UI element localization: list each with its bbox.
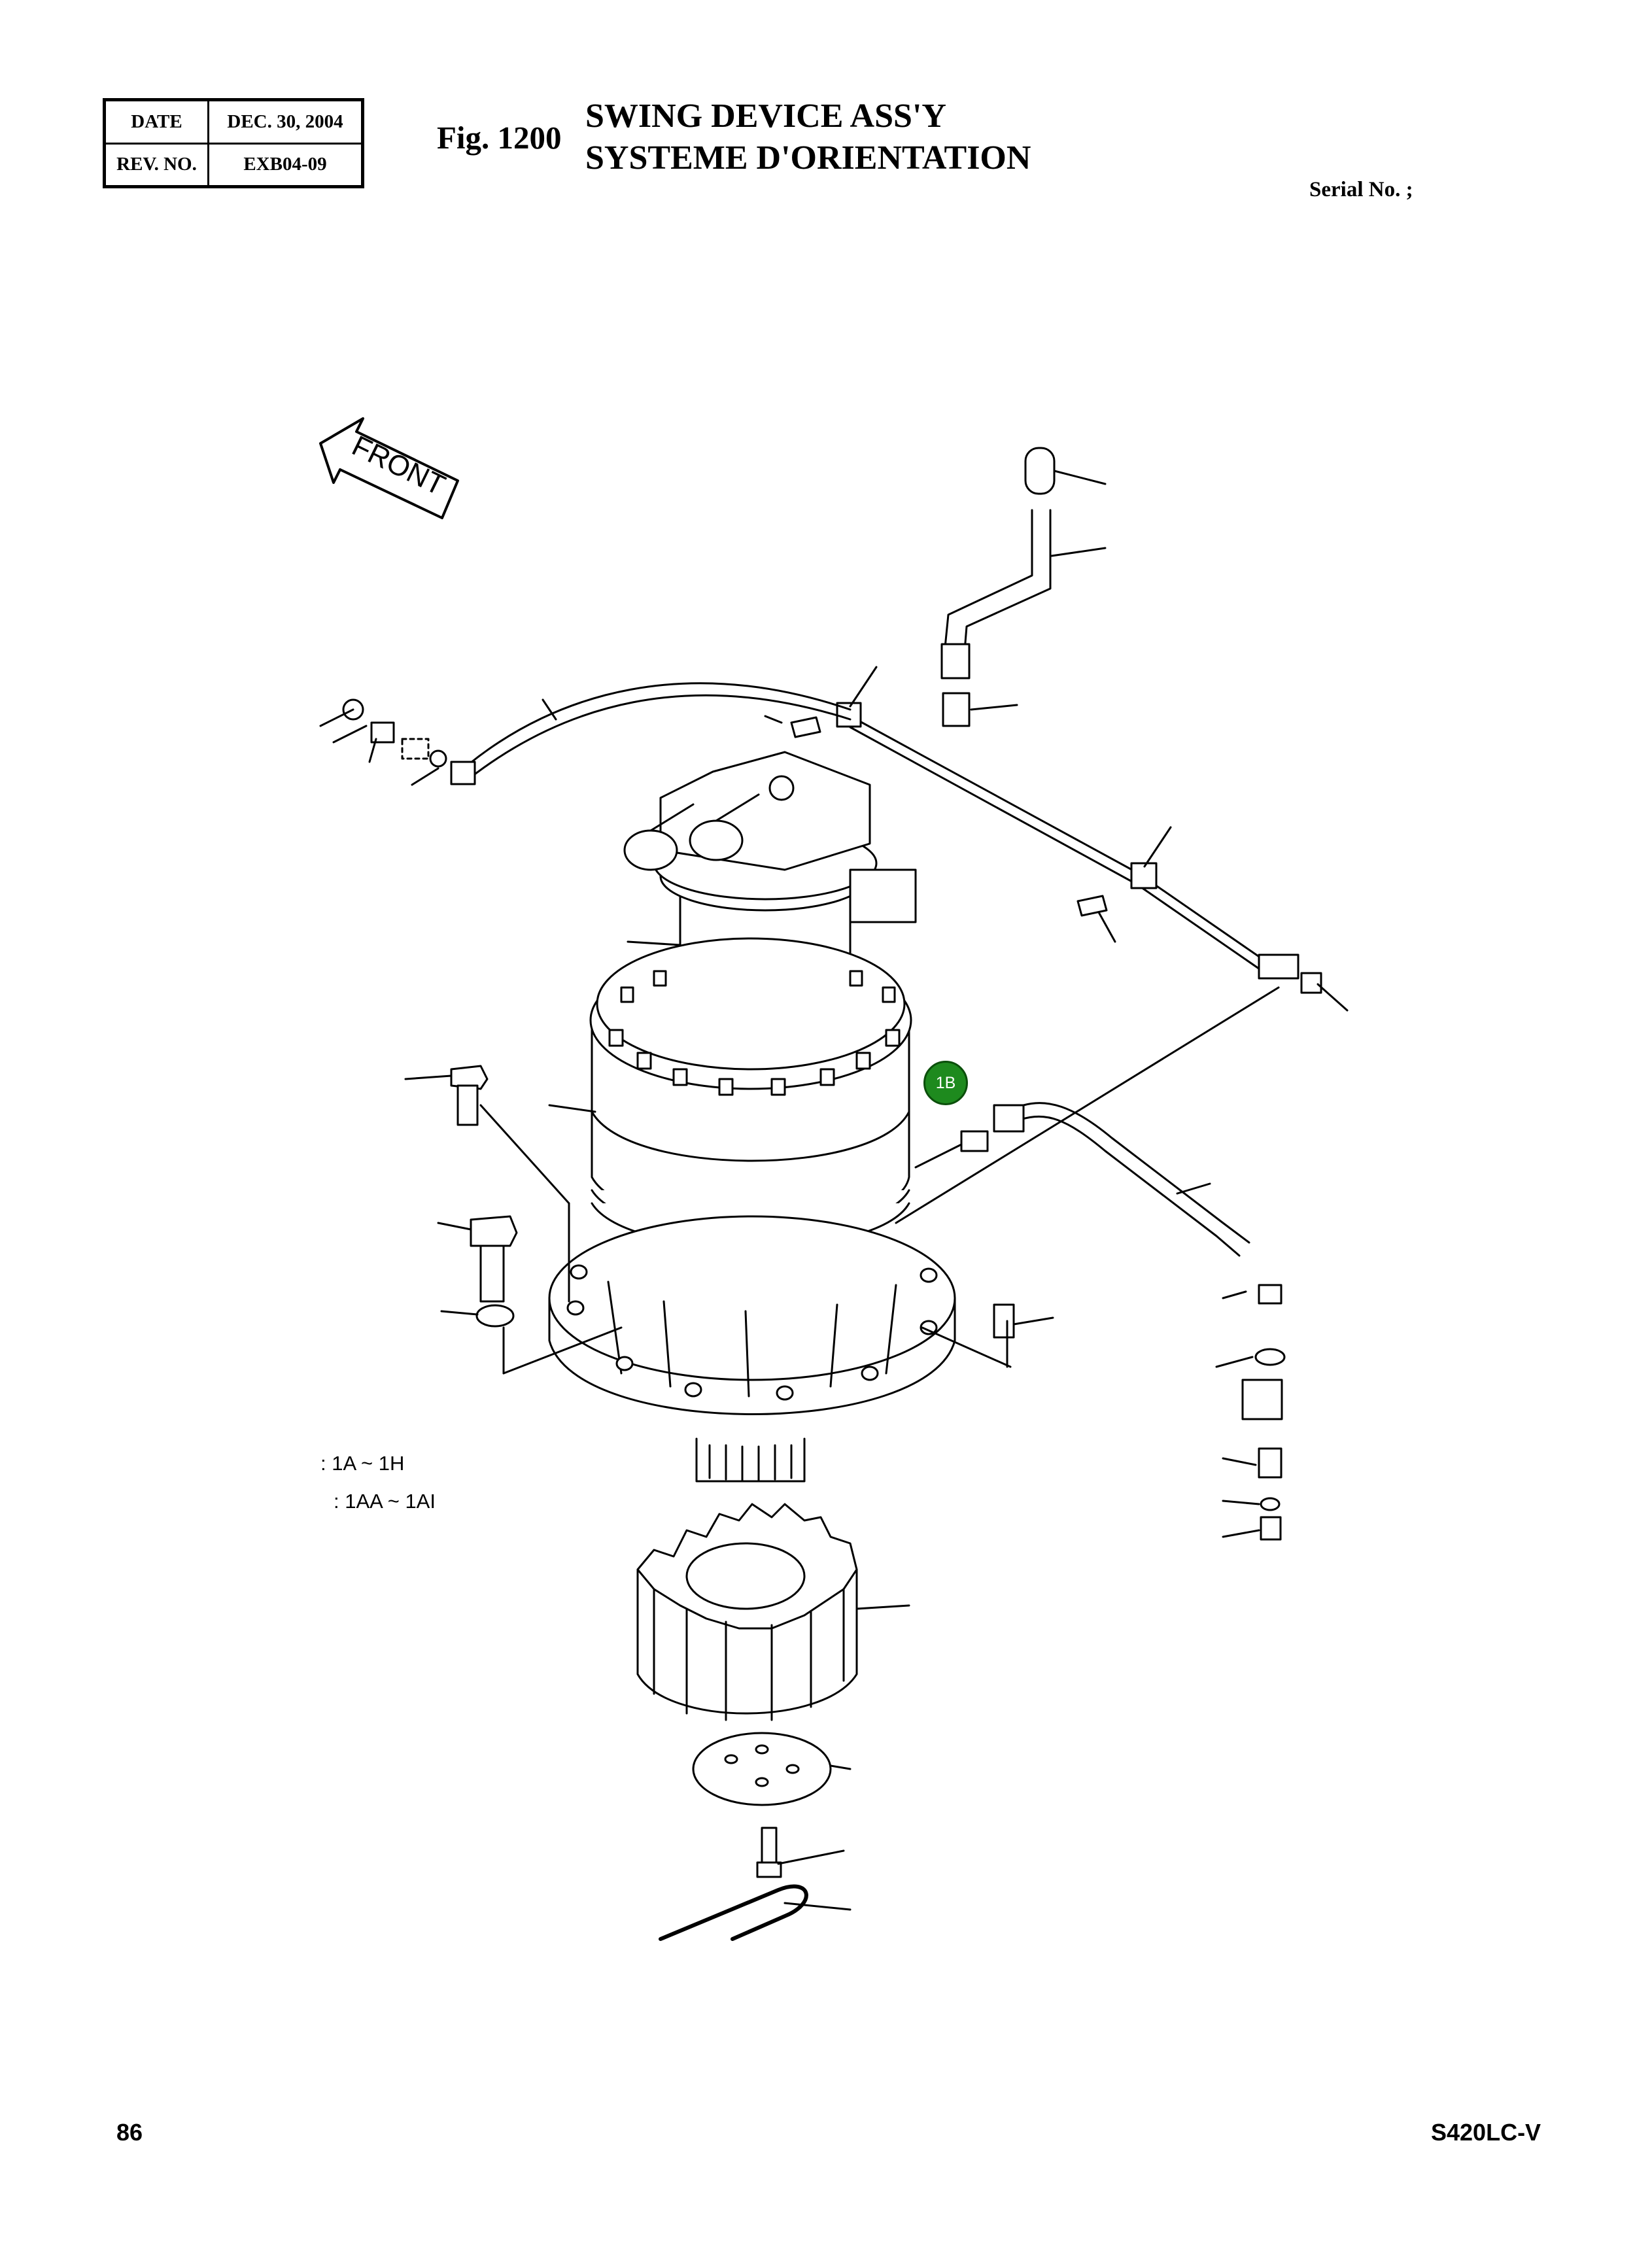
bolt-ring-icon (608, 970, 901, 1096)
pinion-gear-icon (636, 1503, 858, 1721)
serial-number: Serial No. ; (1309, 178, 1413, 201)
date-value: DEC. 30, 2004 (207, 99, 364, 145)
reduction-gear-housing (589, 937, 912, 1248)
figure-number: Fig. 1200 (437, 120, 562, 156)
mounting-bolt (470, 1215, 518, 1303)
lock-wire (659, 1884, 808, 1941)
date-label: DATE (103, 99, 209, 145)
right-hose (960, 1102, 1286, 1541)
drain-hose (940, 447, 1107, 727)
front-arrow-icon: FRONT (319, 417, 459, 519)
leader-lines (404, 940, 1280, 1911)
plate-bolt (756, 1827, 782, 1878)
rev-label: REV. NO. (103, 142, 209, 188)
range-label-1: : 1A ~ 1H (320, 1452, 405, 1475)
washer-icon (475, 1304, 515, 1328)
callout-1b[interactable]: 1B (923, 1061, 968, 1105)
range-label-2: : 1AA ~ 1AI (334, 1490, 436, 1513)
left-hose (319, 682, 852, 786)
pin-part (450, 1065, 489, 1126)
rev-value: EXB04-09 (207, 142, 364, 188)
revision-table: DATE DEC. 30, 2004 REV. NO. EXB04-09 (103, 98, 364, 188)
lower-casing (548, 1215, 956, 1415)
model-number: S420LC-V (1431, 2119, 1541, 2146)
pilot-pipe (764, 666, 1349, 1012)
title-french: SYSTEME D'ORIENTATION (585, 139, 1031, 177)
flange-holes-icon (566, 1264, 938, 1401)
dowel-pin (993, 1303, 1015, 1339)
retainer-plate (692, 1732, 832, 1806)
page-number: 86 (116, 2119, 143, 2146)
pinion-shaft (695, 1437, 806, 1483)
title-english: SWING DEVICE ASS'Y (585, 97, 946, 135)
